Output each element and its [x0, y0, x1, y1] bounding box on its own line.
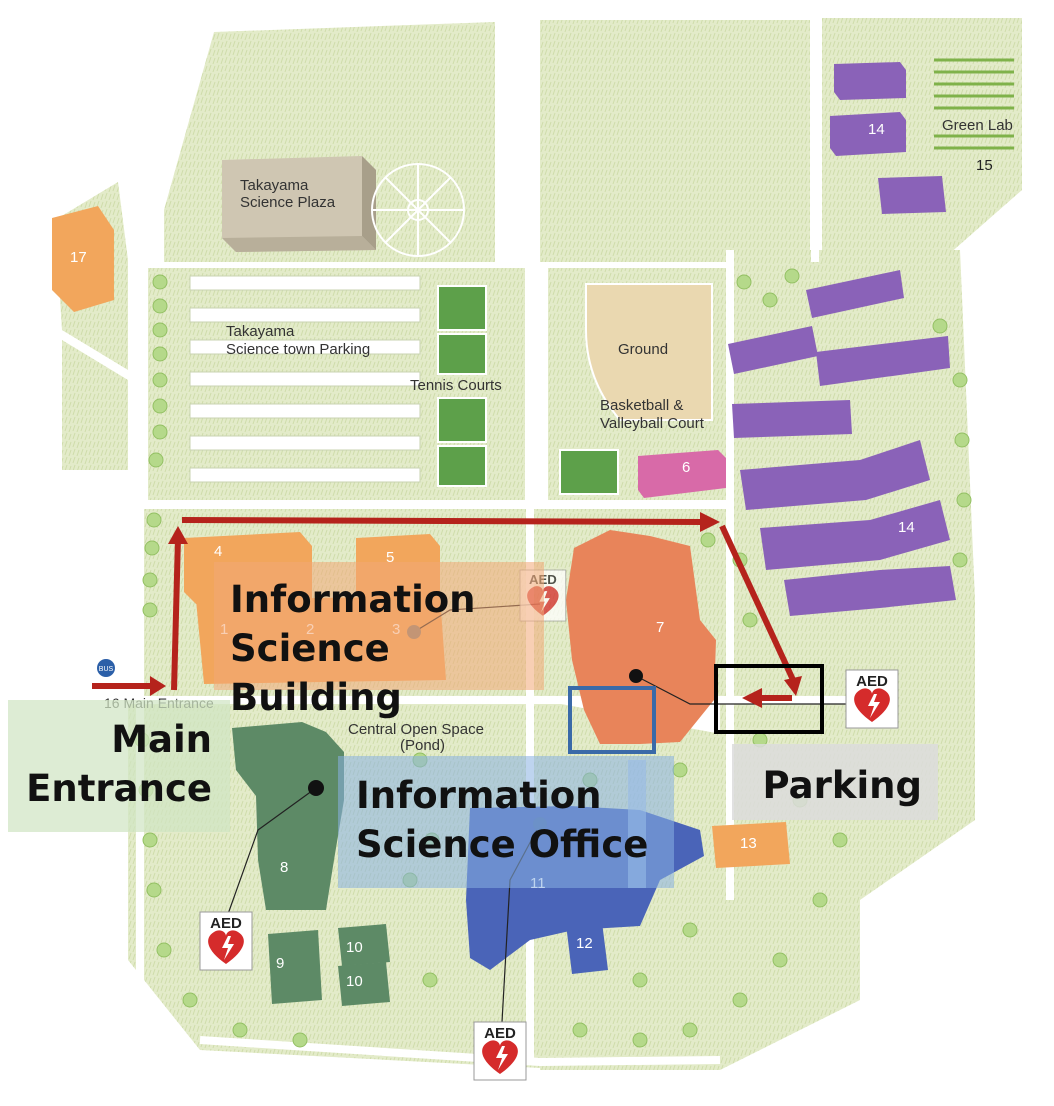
callout-main-entrance: Main Entrance	[8, 700, 230, 832]
green-lab-field	[934, 58, 1014, 150]
svg-text:6: 6	[682, 459, 690, 476]
callout-info-office-line-1: Information	[356, 774, 602, 817]
label-pond-1: Central Open Space	[348, 721, 484, 738]
bus-stop-icon: BUS	[97, 659, 115, 677]
svg-text:17: 17	[70, 249, 87, 266]
svg-text:14: 14	[868, 121, 885, 138]
callout-information-science-building: Information Science Building	[214, 562, 544, 719]
svg-text:AED: AED	[484, 1025, 516, 1042]
callout-information-science-office: Information Science Office	[338, 756, 674, 888]
svg-text:4: 4	[214, 543, 222, 560]
callout-main-entrance-line-1: Main	[111, 718, 212, 761]
building-17	[52, 206, 114, 312]
svg-text:10: 10	[346, 973, 363, 990]
office-highlight-box	[568, 686, 656, 754]
label-parking-lot-1: Takayama	[226, 323, 295, 340]
svg-text:8: 8	[280, 859, 288, 876]
route-path	[92, 517, 797, 701]
callout-info-building-line-2: Science Building	[230, 626, 402, 719]
svg-text:BUS: BUS	[99, 666, 114, 673]
callout-parking-label: Parking	[762, 764, 922, 807]
basketball-court	[559, 449, 619, 495]
svg-text:12: 12	[576, 935, 593, 952]
takayama-plaza-building	[222, 156, 376, 252]
svg-text:10: 10	[346, 939, 363, 956]
plaza-circle	[371, 163, 465, 257]
purple-buildings	[728, 62, 956, 616]
parking-highlight-box	[714, 664, 824, 734]
building-13	[712, 822, 790, 868]
callout-info-building-line-1: Information	[230, 578, 476, 621]
ground-field	[585, 283, 713, 421]
route-arrowheads	[150, 512, 802, 708]
aed-sign-blue: AED	[473, 1021, 527, 1081]
callout-main-entrance-line-2: Entrance	[26, 766, 212, 810]
label-court-2: Valleyball Court	[600, 415, 705, 432]
label-parking-lot-2: Science town Parking	[226, 341, 370, 358]
svg-text:5: 5	[386, 549, 394, 566]
label-ground: Ground	[618, 341, 668, 358]
callout-parking: Parking	[732, 744, 938, 820]
svg-text:7: 7	[656, 619, 664, 636]
label-tennis-courts: Tennis Courts	[410, 377, 502, 394]
green-complex	[232, 722, 390, 1006]
svg-text:9: 9	[276, 955, 284, 972]
label-court-1: Basketball &	[600, 397, 683, 414]
svg-text:14: 14	[898, 519, 915, 536]
label-plaza-2: Science Plaza	[240, 194, 336, 211]
building-7	[566, 530, 716, 744]
svg-text:AED: AED	[210, 915, 242, 932]
tennis-courts	[437, 285, 487, 487]
label-plaza-1: Takayama	[240, 177, 309, 194]
label-pond-2: (Pond)	[400, 737, 445, 754]
building-6	[638, 450, 726, 498]
label-green-lab: Green Lab	[942, 117, 1013, 134]
aed-sign-green: AED	[199, 911, 253, 971]
svg-text:13: 13	[740, 835, 757, 852]
svg-text:15: 15	[976, 157, 993, 174]
callout-info-office-line-2: Science Office	[356, 822, 649, 866]
svg-text:AED: AED	[856, 673, 888, 690]
parking-lot-rows	[189, 275, 421, 483]
aed-sign-parking: AED	[845, 669, 899, 729]
